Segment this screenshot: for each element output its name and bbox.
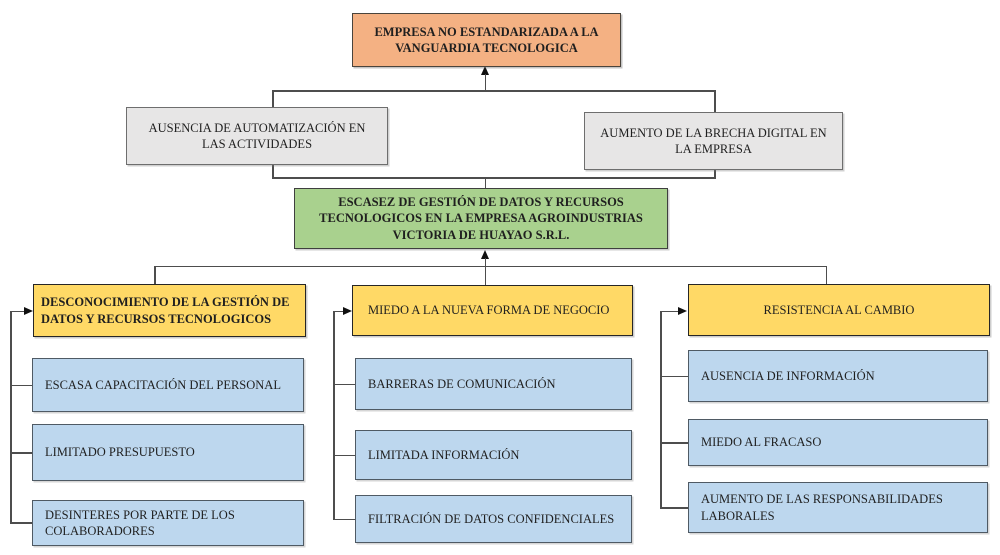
connector-line: [10, 452, 32, 454]
cause-box: ESCASA CAPACITACIÓN DEL PERSONAL: [32, 358, 304, 412]
arrowhead-right-to-group1: [24, 306, 33, 315]
cause-label: BARRERAS DE COMUNICACIÓN: [368, 376, 556, 391]
cause-label: LIMITADA INFORMACIÓN: [368, 447, 520, 462]
connector-line: [272, 90, 716, 92]
connector-line: [10, 311, 12, 523]
connector-line: [484, 258, 486, 285]
secondary-effect-box-right: AUMENTO DE LA BRECHA DIGITAL EN LA EMPRE…: [584, 112, 843, 170]
cause-label: ESCASA CAPACITACIÓN DEL PERSONAL: [45, 377, 281, 392]
secondary-effect-label: AUMENTO DE LA BRECHA DIGITAL EN LA EMPRE…: [600, 125, 827, 157]
connector-line: [484, 74, 486, 91]
cause-label: FILTRACIÓN DE DATOS CONFIDENCIALES: [368, 511, 615, 526]
connector-line: [660, 507, 688, 509]
cause-group-1-header-box: DESCONOCIMIENTO DE LA GESTIÓN DE DATOS Y…: [33, 284, 306, 337]
cause-group-3-header-box: RESISTENCIA AL CAMBIO: [688, 284, 990, 336]
connector-line: [660, 310, 680, 312]
connector-line: [333, 310, 345, 312]
arrowhead-right-to-group2: [343, 306, 352, 315]
secondary-effect-box-left: AUSENCIA DE AUTOMATIZACIÓN EN LAS ACTIVI…: [126, 107, 388, 165]
connector-line: [660, 375, 688, 377]
connector-line: [333, 518, 355, 520]
cause-group-2-header-box: MIEDO A LA NUEVA FORMA DE NEGOCIO: [352, 285, 633, 336]
connector-line: [333, 383, 355, 385]
connector-line: [660, 310, 662, 508]
central-problem-label: ESCASEZ DE GESTIÓN DE DATOS Y RECURSOS T…: [319, 194, 643, 242]
cause-box: BARRERAS DE COMUNICACIÓN: [355, 358, 632, 410]
cause-label: AUMENTO DE LAS RESPONSABILIDADES LABORAL…: [701, 492, 943, 523]
connector-line: [154, 265, 156, 285]
cause-label: DESINTERES POR PARTE DE LOS COLABORADORE…: [45, 507, 235, 539]
cause-group-header-label: MIEDO A LA NUEVA FORMA DE NEGOCIO: [368, 303, 610, 318]
arrowhead-right-to-group3: [678, 306, 687, 315]
secondary-effect-label: AUSENCIA DE AUTOMATIZACIÓN EN LAS ACTIVI…: [148, 120, 366, 152]
cause-box: FILTRACIÓN DE DATOS CONFIDENCIALES: [355, 495, 632, 543]
connector-line: [825, 265, 827, 285]
cause-label: AUSENCIA DE INFORMACIÓN: [701, 368, 875, 383]
effect-label: EMPRESA NO ESTANDARIZADA A LA VANGUARDIA…: [374, 24, 599, 56]
cause-group-header-label: RESISTENCIA AL CAMBIO: [763, 302, 915, 317]
arrowhead-up-to-effect: [481, 66, 489, 75]
cause-box: AUSENCIA DE INFORMACIÓN: [688, 350, 988, 402]
cause-box: AUMENTO DE LAS RESPONSABILIDADES LABORAL…: [688, 482, 988, 533]
cause-box: MIEDO AL FRACASO: [688, 419, 988, 466]
connector-line: [333, 454, 355, 456]
arrowhead-up-to-problem: [481, 250, 489, 259]
connector-line: [272, 177, 716, 179]
cause-box: LIMITADO PRESUPUESTO: [32, 424, 304, 481]
cause-label: MIEDO AL FRACASO: [701, 435, 822, 450]
connector-line: [10, 384, 32, 386]
connector-line: [10, 522, 32, 524]
connector-line: [154, 265, 827, 267]
cause-group-header-label: DESCONOCIMIENTO DE LA GESTIÓN DE DATOS Y…: [41, 295, 290, 326]
connector-line: [10, 310, 26, 312]
connector-line: [484, 177, 486, 188]
connector-line: [333, 310, 335, 520]
cause-label: LIMITADO PRESUPUESTO: [45, 445, 195, 460]
connector-line: [660, 442, 688, 444]
effect-box: EMPRESA NO ESTANDARIZADA A LA VANGUARDIA…: [352, 13, 621, 67]
central-problem-box: ESCASEZ DE GESTIÓN DE DATOS Y RECURSOS T…: [294, 188, 668, 249]
cause-box: LIMITADA INFORMACIÓN: [355, 430, 632, 480]
cause-box: DESINTERES POR PARTE DE LOS COLABORADORE…: [32, 500, 304, 546]
